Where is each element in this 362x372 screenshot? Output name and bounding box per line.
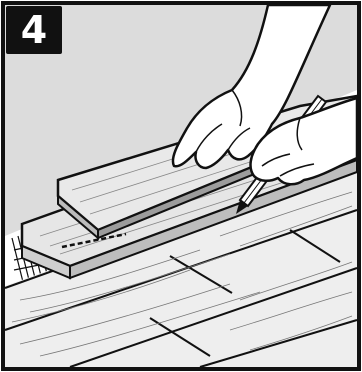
step-number-badge: 4 — [6, 6, 62, 54]
step-number: 4 — [21, 11, 47, 49]
